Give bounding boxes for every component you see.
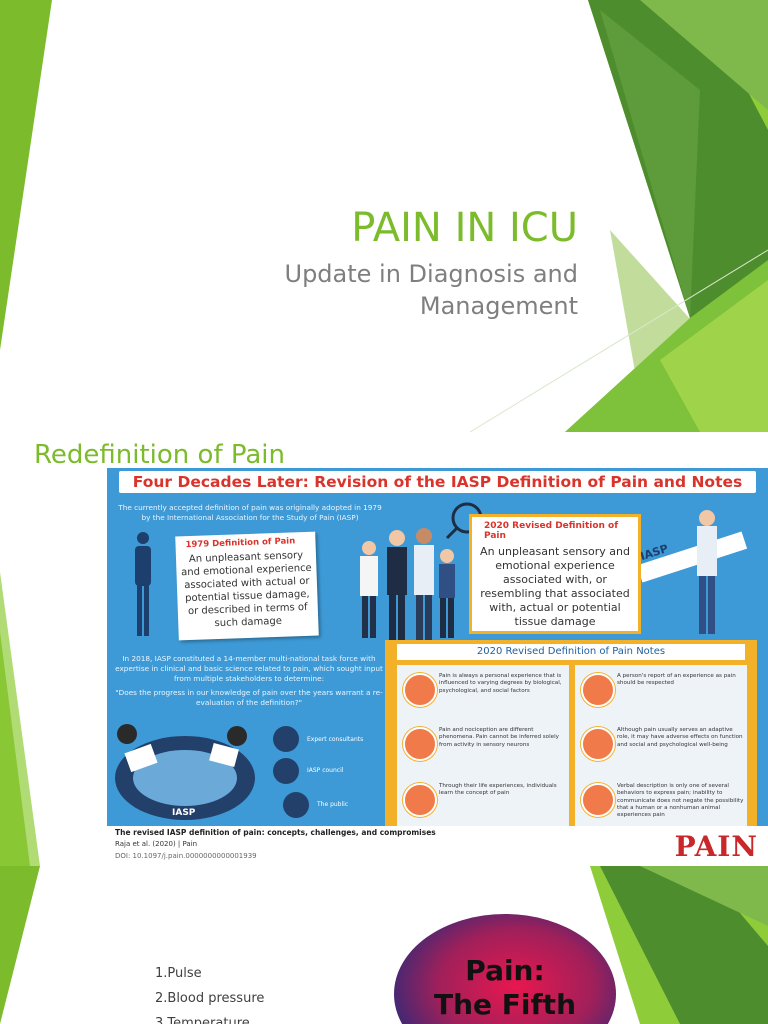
body-icon xyxy=(581,727,615,761)
notes-title: 2020 Revised Definition of Pain Notes xyxy=(397,644,745,660)
note-item: Although pain usually serves an adaptive… xyxy=(581,727,745,765)
citation-title: The revised IASP definition of pain: con… xyxy=(115,828,436,837)
expert-consultants-icon xyxy=(273,726,299,752)
speech-icon xyxy=(581,673,615,707)
slide-title: PAIN IN ICU xyxy=(351,205,578,251)
note-text: Pain is always a personal experience tha… xyxy=(439,673,562,694)
legend-expert-consultants: Expert consultants xyxy=(307,736,364,743)
citation-footer: The revised IASP definition of pain: con… xyxy=(107,826,768,866)
slide3-decoration xyxy=(0,866,768,1024)
subtitle-line-1: Update in Diagnosis and xyxy=(284,260,579,288)
note-item: Through their life experiences, individu… xyxy=(403,783,567,821)
redefinition-slide: Redefinition of Pain Four Decades Later:… xyxy=(0,432,768,866)
note-item: Verbal description is only one of severa… xyxy=(581,783,745,821)
definition-1979-card: 1979 Definition of Pain An unpleasant se… xyxy=(175,531,319,641)
list-item: 3.Temperature xyxy=(155,1016,250,1024)
task-force-paragraph: In 2018, IASP constituted a 14-member mu… xyxy=(115,654,383,683)
definition-2020-card: 2020 Revised Definition of Pain An unple… xyxy=(469,514,641,634)
slide-subtitle: Update in Diagnosis and Management xyxy=(285,258,579,322)
growth-icon xyxy=(403,783,437,817)
definition-2020-text: An unpleasant sensory and emotional expe… xyxy=(480,545,630,628)
subtitle-line-2: Management xyxy=(419,292,578,320)
notes-panel: 2020 Revised Definition of Pain Notes Pa… xyxy=(385,640,757,842)
table-iasp-tag: IASP xyxy=(172,808,196,818)
definition-1979-text: An unpleasant sensory and emotional expe… xyxy=(180,550,312,630)
notes-column-right: A person's report of an experience as pa… xyxy=(575,665,747,837)
note-item: A person's report of an experience as pa… xyxy=(581,673,745,711)
note-text: Verbal description is only one of severa… xyxy=(617,783,744,819)
note-text: Although pain usually serves an adaptive… xyxy=(617,727,743,748)
citation-doi: DOI: 10.1097/j.pain.0000000000001939 xyxy=(115,852,257,860)
badge-line-2: The Fifth xyxy=(434,988,576,1021)
note-text: Through their life experiences, individu… xyxy=(439,783,557,797)
slide2-decoration xyxy=(0,572,40,866)
note-text: A person's report of an experience as pa… xyxy=(617,673,736,687)
public-icon xyxy=(283,792,309,818)
task-force-text: In 2018, IASP constituted a 14-member mu… xyxy=(113,654,385,708)
neuron-icon xyxy=(403,727,437,761)
intro-text: The currently accepted definition of pai… xyxy=(118,503,382,522)
slide1-decoration xyxy=(0,0,768,432)
definition-2020-title: 2020 Revised Definition of Pain xyxy=(484,521,619,541)
notes-column-left: Pain is always a personal experience tha… xyxy=(397,665,569,837)
people-illustration xyxy=(135,502,748,640)
slide-title: Redefinition of Pain xyxy=(34,440,286,470)
note-item: Pain is always a personal experience tha… xyxy=(403,673,567,711)
task-force-question: "Does the progress in our knowledge of p… xyxy=(115,688,383,707)
pain-journal-logo: PAIN xyxy=(674,830,758,863)
iasp-council-icon xyxy=(273,758,299,784)
iasp-infographic: Four Decades Later: Revision of the IASP… xyxy=(107,468,768,866)
note-item: Pain and nociception are different pheno… xyxy=(403,727,567,765)
citation-authors: Raja et al. (2020) | Pain xyxy=(115,840,198,848)
badge-line-1: Pain: xyxy=(465,954,545,987)
person-icon xyxy=(403,673,437,707)
list-item: 2.Blood pressure xyxy=(155,991,265,1006)
legend-iasp-council: IASP council xyxy=(307,767,344,774)
meeting-illustration xyxy=(115,724,255,820)
baby-icon xyxy=(581,783,615,817)
infographic-banner: Four Decades Later: Revision of the IASP… xyxy=(119,471,756,493)
badge-text: Pain: The Fifth xyxy=(394,954,616,1022)
legend-public: The public xyxy=(317,801,349,808)
vitals-slide: 1.Pulse 2.Blood pressure 3.Temperature P… xyxy=(0,866,768,1024)
vital-signs-list: 1.Pulse 2.Blood pressure 3.Temperature xyxy=(155,966,264,1024)
note-text: Pain and nociception are different pheno… xyxy=(439,727,559,748)
title-slide: PAIN IN ICU Update in Diagnosis and Mana… xyxy=(0,0,768,432)
list-item: 1.Pulse xyxy=(155,966,202,981)
